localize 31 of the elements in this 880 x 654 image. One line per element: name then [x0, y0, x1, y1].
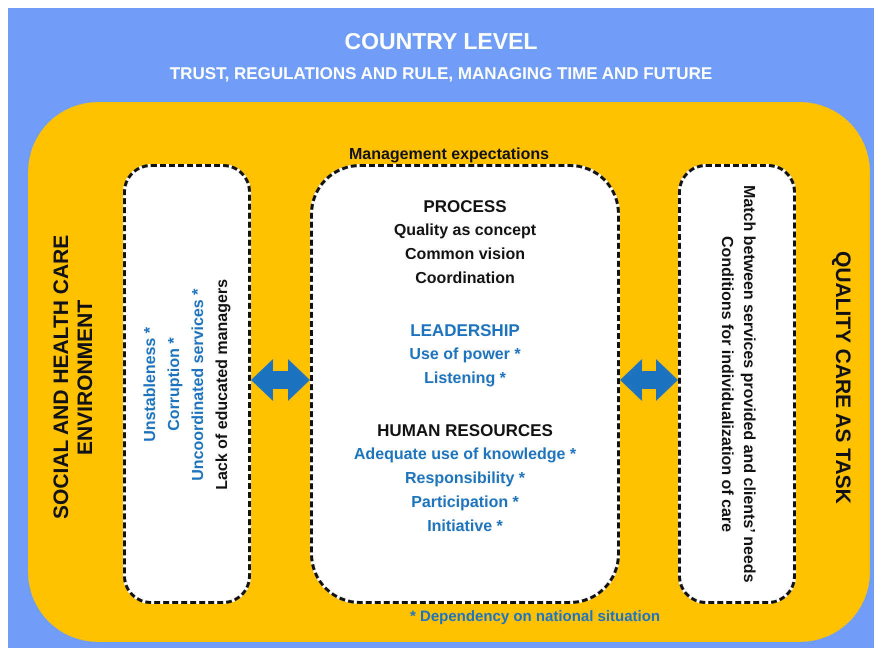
task-text: Match between services provided and clients’ needs: [739, 185, 758, 583]
management-box: [310, 164, 620, 604]
factor-text: Unstableness *: [141, 326, 160, 442]
section-heading: PROCESS: [423, 196, 507, 218]
double-arrow: [620, 359, 678, 401]
item-text: Initiative *: [427, 517, 503, 537]
section-heading: LEADERSHIP: [410, 320, 520, 342]
double-arrow: [251, 359, 310, 401]
panel-title: COUNTRY LEVEL: [344, 28, 538, 55]
factor-box: [123, 164, 251, 604]
section-heading: HUMAN RESOURCES: [377, 420, 553, 442]
task-box: [678, 164, 796, 604]
side-title: SOCIAL AND HEALTH CARE ENVIRONMENT: [50, 234, 98, 522]
country-panel: [8, 8, 874, 648]
item-text: Use of power *: [409, 345, 521, 365]
side-title: QUALITY CARE AS TASK: [830, 250, 854, 506]
factor-text: Lack of educated managers: [213, 278, 232, 490]
task-text: Conditions for individualization of care: [717, 236, 736, 532]
item-text: Common vision: [404, 245, 525, 265]
environment-panel: [28, 102, 870, 642]
footnote: * Dependency on national situation: [410, 608, 660, 625]
factor-text: Corruption *: [165, 337, 184, 431]
item-text: Responsibility *: [404, 469, 526, 489]
panel-subtitle: TRUST, REGULATIONS AND RULE, MANAGING TIME AND FUTURE: [168, 64, 714, 84]
item-text: Listening *: [424, 369, 506, 389]
item-text: Coordination: [415, 269, 515, 289]
item-text: Adequate use of knowledge *: [354, 445, 576, 465]
item-text: Participation *: [411, 493, 519, 513]
factor-text: Uncoordinated services *: [189, 288, 208, 480]
section-heading: Management expectations: [348, 146, 550, 164]
item-text: Quality as concept: [394, 221, 536, 241]
